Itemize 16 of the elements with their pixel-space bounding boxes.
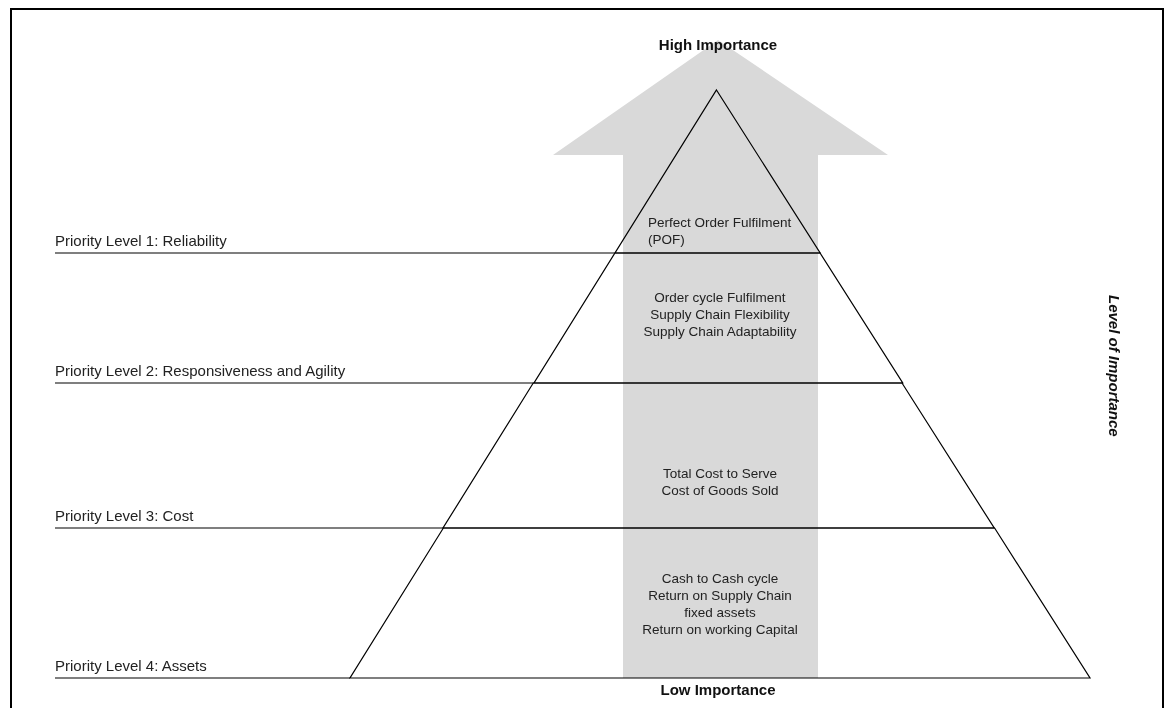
metric-text: Return on working Capital <box>641 621 799 638</box>
metric-text: Perfect Order Fulfilment (POF) <box>648 214 793 248</box>
priority-label: Priority Level 2: Responsiveness and Agility <box>55 362 346 379</box>
importance-label: High Importance <box>658 36 778 53</box>
priority-label: Priority Level 4: Assets <box>55 657 207 674</box>
metric-text: Supply Chain Flexibility <box>649 306 791 323</box>
priority-label: Priority Level 1: Reliability <box>55 232 227 249</box>
metric-text: Total Cost to Serve <box>661 465 778 482</box>
metric-text: Order cycle Fulfilment <box>653 289 787 306</box>
metric-text: Supply Chain Adaptability <box>642 323 798 340</box>
metric-text: Cash to Cash cycle <box>660 570 780 587</box>
metric-text: Cost of Goods Sold <box>660 482 780 499</box>
axis-title: Level of Importance <box>1106 295 1123 437</box>
priority-label: Priority Level 3: Cost <box>55 507 194 524</box>
metric-text: Return on Supply Chain fixed assets <box>647 587 793 621</box>
importance-label: Low Importance <box>660 681 776 698</box>
